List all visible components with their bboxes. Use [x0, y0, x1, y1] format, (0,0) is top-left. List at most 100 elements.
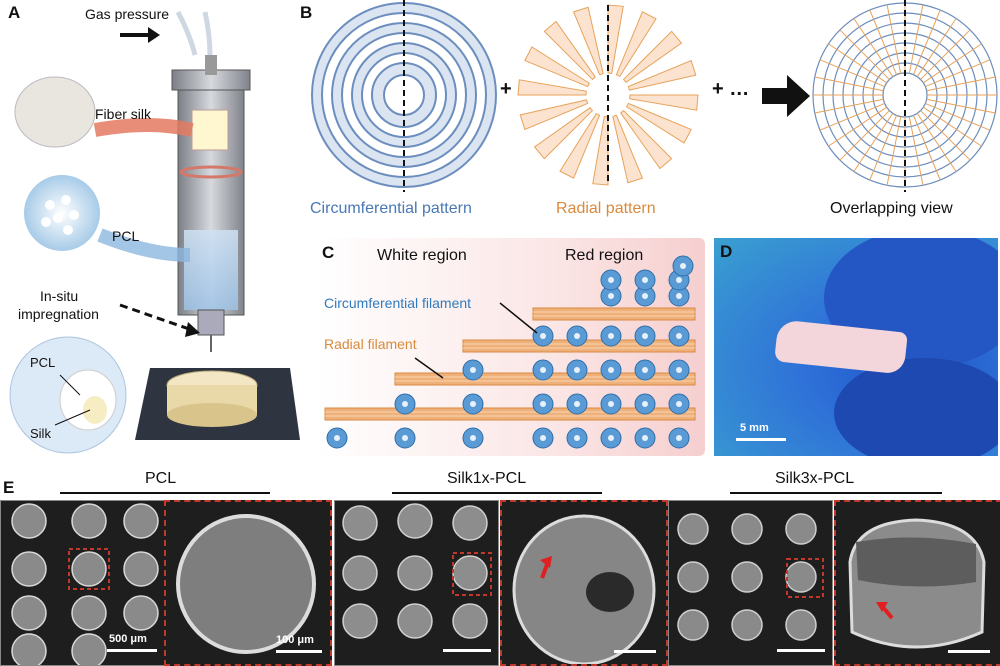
radial-spoke	[629, 94, 699, 111]
scale-bar-silk1x-overview	[443, 649, 491, 652]
caption-radial: Radial pattern	[556, 200, 656, 217]
sem-silk1x-zoom	[500, 500, 668, 666]
radial-spoke	[533, 107, 594, 160]
filament-core	[402, 435, 408, 441]
sem-pcl-overview: 500 μm	[0, 500, 165, 666]
group-rule-pcl	[60, 492, 270, 494]
filament-core	[540, 435, 546, 441]
sem-pcl-zoom-fiber	[176, 514, 316, 654]
sem-silk1x-overview	[334, 500, 499, 666]
radial-spoke	[615, 11, 657, 78]
sem-silk3x-zoom	[834, 500, 1000, 666]
scale-bar-silk1x-zoom	[614, 650, 656, 653]
radial-spoke	[612, 114, 644, 184]
printer-schematic	[9, 10, 300, 454]
scale-label-5mm: 5 mm	[740, 422, 769, 434]
group-title-silk3x: Silk3x-PCL	[775, 470, 855, 487]
filament-core	[574, 435, 580, 441]
filament-core	[608, 367, 614, 373]
radial-spoke	[620, 109, 673, 170]
filament-core	[642, 293, 648, 299]
filament-core	[676, 293, 682, 299]
filament-core	[642, 333, 648, 339]
filament-core	[574, 367, 580, 373]
sem-silk3x-overview	[668, 500, 833, 666]
circumferential-pattern-figure	[311, 0, 497, 192]
panel-label-a: A	[8, 3, 21, 22]
sem-silk1x-fibers	[342, 503, 492, 639]
radial-spoke	[517, 79, 587, 96]
label-gas-pressure: Gas pressure	[85, 6, 170, 22]
filament-core	[642, 435, 648, 441]
sem-pcl-fibers	[11, 503, 159, 665]
radial-spoke	[572, 6, 604, 76]
glove-thumb	[834, 358, 998, 456]
radial-spoke	[625, 102, 692, 144]
caption-circumferential: Circumferential pattern	[310, 200, 472, 217]
panel-label-e: E	[3, 478, 15, 497]
radial-spoke	[524, 46, 591, 88]
caption-overlapping: Overlapping view	[830, 200, 953, 217]
label-in-situ: In-situ	[40, 288, 79, 304]
group-title-silk1x: Silk1x-PCL	[447, 470, 527, 487]
scale-bar-100um	[276, 650, 322, 653]
pattern-diagrams	[311, 0, 998, 192]
inset-label-pcl: PCL	[30, 355, 56, 370]
filament-core	[642, 367, 648, 373]
overlapping-view-figure	[812, 0, 998, 192]
plus-sign-1: +	[500, 78, 512, 100]
label-red-region: Red region	[565, 247, 644, 264]
radial-spoke	[592, 116, 609, 186]
plus-sign-2: + …	[712, 78, 750, 100]
label-impregnation: impregnation	[18, 306, 99, 322]
filament-core	[540, 333, 546, 339]
label-pcl: PCL	[112, 228, 140, 244]
filament-core	[402, 401, 408, 407]
radial-spoke	[622, 30, 683, 83]
scale-bar-5mm	[736, 438, 786, 441]
filament-core	[574, 401, 580, 407]
filament-core	[470, 435, 476, 441]
photo-scaffold: D 5 mm	[714, 238, 998, 456]
filament-core	[608, 277, 614, 283]
filament-core	[608, 401, 614, 407]
group-title-pcl: PCL	[145, 470, 177, 487]
sem-silk3x-zoom-fiber	[848, 518, 986, 649]
filament-core	[574, 333, 580, 339]
filament-cross-section	[324, 255, 696, 449]
radial-filament-bar	[324, 407, 696, 421]
filament-core	[540, 367, 546, 373]
filament-core	[676, 435, 682, 441]
panel-label-b: B	[300, 3, 313, 22]
radial-spoke	[627, 59, 697, 91]
filament-core	[680, 263, 686, 269]
panel-label-c: C	[322, 243, 335, 262]
label-radial-filament: Radial filament	[324, 336, 417, 352]
radial-spoke	[543, 20, 596, 81]
filament-core	[676, 401, 682, 407]
filament-core	[470, 367, 476, 373]
label-white-region: White region	[377, 247, 467, 264]
filament-core	[608, 333, 614, 339]
filament-core	[608, 435, 614, 441]
filament-core	[540, 401, 546, 407]
radial-filament-bar	[532, 307, 696, 321]
inset-label-silk: Silk	[30, 426, 51, 441]
sem-silk3x-fibers	[677, 513, 824, 641]
scale-label-100um: 100 μm	[276, 634, 314, 646]
sem-pcl-zoom: 100 μm	[164, 500, 332, 666]
group-rule-silk1x	[392, 492, 602, 494]
filament-core	[608, 293, 614, 299]
filament-core	[676, 367, 682, 373]
radial-spoke	[519, 99, 589, 131]
sem-silk1x-zoom-fiber	[512, 514, 656, 664]
filament-core	[642, 401, 648, 407]
filament-core	[676, 333, 682, 339]
filament-core	[334, 435, 340, 441]
radial-spoke	[559, 112, 601, 179]
label-fiber-silk: Fiber silk	[95, 106, 152, 122]
scale-label-500um: 500 μm	[109, 633, 147, 645]
scale-bar-silk3x-overview	[777, 649, 825, 652]
filament-core	[470, 401, 476, 407]
scale-bar-silk3x-zoom	[948, 650, 990, 653]
